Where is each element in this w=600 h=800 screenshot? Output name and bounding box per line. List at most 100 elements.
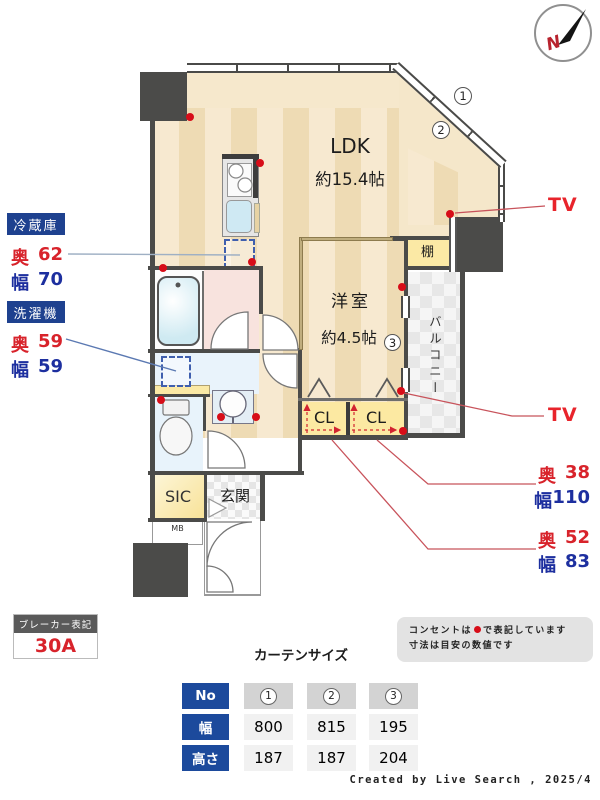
sic-room xyxy=(152,475,204,518)
toilet-room xyxy=(152,396,203,471)
compass-icon xyxy=(534,4,592,62)
wall-thin xyxy=(202,271,204,349)
wall xyxy=(204,475,207,518)
pillar xyxy=(133,543,188,597)
closet1-label: CL xyxy=(313,408,335,428)
curtain-col1-no: 1 xyxy=(244,683,293,709)
kitchen-sink xyxy=(226,200,252,233)
wall xyxy=(148,266,263,270)
breaker-box: ブレーカー表記 30A xyxy=(13,614,98,659)
entry-corridor xyxy=(204,521,261,596)
genkan-room xyxy=(207,475,260,519)
closet-b-width-value: 83 xyxy=(564,551,590,572)
wall-shelf-bottom xyxy=(404,266,460,270)
legend-note-line2: 寸法は目安の数値です xyxy=(409,641,515,652)
credit-text: Created by Live Search , 2025/4 xyxy=(349,774,592,786)
circled-number: 1 xyxy=(260,687,277,705)
closet-b-depth-label: 奥 xyxy=(538,531,556,552)
outlet-dot-icon xyxy=(474,626,482,633)
vanity-basin-unit xyxy=(212,390,254,424)
closet-b-leader-line xyxy=(331,439,536,550)
wall xyxy=(260,471,265,521)
mb-label: MB xyxy=(171,523,184,533)
closet-a-width-value: 110 xyxy=(552,487,590,508)
closet-b-width-label: 幅 xyxy=(538,555,556,576)
fridge-width-label: 幅 xyxy=(11,273,29,294)
stove xyxy=(227,163,252,197)
curtain-row-header-no: No xyxy=(182,683,229,709)
sic-label: SIC xyxy=(164,486,192,506)
wall-balcony-bottom xyxy=(406,433,465,438)
circled-number: 2 xyxy=(323,687,340,705)
curtain-col1-width: 800 xyxy=(244,714,293,740)
window-3b xyxy=(401,368,410,392)
window-band xyxy=(449,217,457,272)
legend-note: コンセントはで表記しています 寸法は目安の数値です xyxy=(397,617,593,662)
fridge-tag: 冷蔵庫 xyxy=(7,213,65,235)
kitchen-side-edge xyxy=(253,154,258,198)
breaker-value: 30A xyxy=(34,635,77,657)
closet-a-depth-label: 奥 xyxy=(538,466,556,487)
closet-a-leader-line xyxy=(376,439,536,485)
curtain-col1-height: 187 xyxy=(244,745,293,771)
closet-b-depth-value: 52 xyxy=(564,527,590,548)
fridge-depth-value: 62 xyxy=(37,244,63,265)
note-text: で表記しています xyxy=(483,626,567,636)
fridge-width-value: 70 xyxy=(37,269,63,290)
ldk-label: LDK xyxy=(330,134,370,158)
pillar xyxy=(457,217,503,272)
wall xyxy=(404,238,408,298)
sliding-partition-h xyxy=(301,237,393,241)
ldk-floor-window-band xyxy=(153,72,400,110)
circled-number: 3 xyxy=(385,687,402,705)
genkan-label: 玄関 xyxy=(219,487,250,506)
closet-a-width-label: 幅 xyxy=(534,491,552,512)
shelf-label: 棚 xyxy=(420,244,434,260)
washer-tag: 洗濯機 xyxy=(7,301,65,323)
washer-space xyxy=(161,356,191,387)
window-number-3: 3 xyxy=(384,334,401,351)
shelf-area xyxy=(406,240,449,266)
washer-depth-label: 奥 xyxy=(11,335,29,356)
curtain-col2-no: 2 xyxy=(307,683,356,709)
kitchen-side-panel xyxy=(254,203,260,233)
note-text: コンセントは xyxy=(409,626,473,636)
washer-depth-value: 59 xyxy=(37,331,63,352)
window-top xyxy=(187,63,400,73)
wall xyxy=(148,518,207,522)
tv1-label: TV xyxy=(548,194,578,216)
bathtub xyxy=(157,276,200,346)
window-number-2: 2 xyxy=(432,121,450,139)
wall-closet-top xyxy=(298,398,408,401)
wall-balcony-right xyxy=(460,268,465,438)
pillar xyxy=(140,72,187,121)
closet-divider xyxy=(346,402,350,435)
wall-closet-bottom xyxy=(298,435,408,440)
wall xyxy=(390,236,408,241)
legend-note-line1: コンセントはで表記しています xyxy=(409,624,583,639)
window-number-1: 1 xyxy=(454,87,472,105)
wall xyxy=(404,316,408,370)
curtain-col3-width: 195 xyxy=(369,714,418,740)
wall xyxy=(148,471,304,475)
yoshitsu-label: 洋室 xyxy=(331,291,371,312)
sliding-partition-v xyxy=(299,237,303,350)
window-3a xyxy=(401,296,410,318)
wall xyxy=(259,266,263,314)
curtain-col3-height: 204 xyxy=(369,745,418,771)
wall xyxy=(148,394,210,397)
wall xyxy=(203,396,206,431)
closet2-label: CL xyxy=(365,408,387,428)
wall-left xyxy=(150,119,155,521)
wall xyxy=(148,349,260,353)
wall-shelf-top xyxy=(404,236,457,240)
curtain-col2-height: 187 xyxy=(307,745,356,771)
fridge-space xyxy=(224,239,255,269)
curtain-col3-no: 3 xyxy=(369,683,418,709)
curtain-col2-width: 815 xyxy=(307,714,356,740)
tv2-label: TV xyxy=(548,404,578,426)
washer-width-value: 59 xyxy=(37,356,63,377)
curtain-table-title: カーテンサイズ xyxy=(253,647,349,664)
curtain-row-header-width: 幅 xyxy=(182,714,229,740)
